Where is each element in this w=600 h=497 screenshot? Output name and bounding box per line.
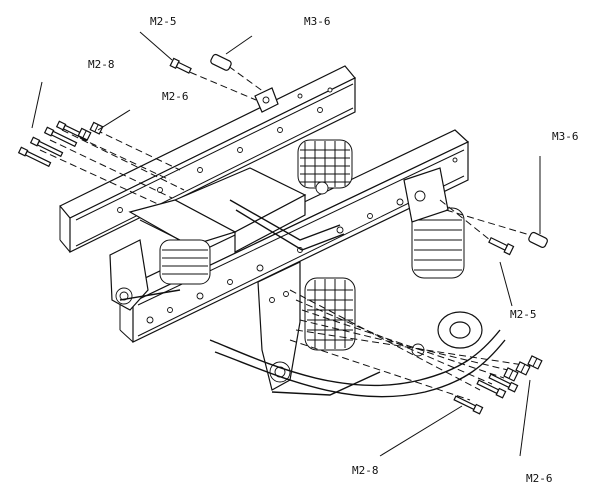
spring-mount-bracket-top bbox=[254, 87, 279, 113]
leader-lines bbox=[31, 31, 541, 457]
sleeve-m3-6-right bbox=[528, 231, 548, 248]
label-m2-8-top: M2-8 bbox=[88, 58, 115, 71]
bolt-m2-8-front-group bbox=[453, 373, 519, 415]
nut-m2-6-rear-group bbox=[77, 121, 104, 141]
sleeve-m3-6-top bbox=[210, 53, 232, 71]
bolt-m2-8-rear-group bbox=[17, 120, 90, 168]
label-m2-8-bottom: M2-8 bbox=[352, 464, 379, 477]
bolt-m2-5-right bbox=[488, 236, 515, 256]
assembly-lines-rear bbox=[39, 59, 265, 206]
bolt-m2-5-top bbox=[169, 57, 192, 74]
spring-mount-bracket bbox=[403, 167, 449, 223]
label-m2-6-top: M2-6 bbox=[162, 90, 189, 103]
trailing-arm bbox=[119, 289, 381, 396]
assembly-lines-front bbox=[289, 199, 541, 401]
hanger-bracket-rear bbox=[109, 239, 149, 311]
hanger-bracket-front bbox=[257, 261, 301, 391]
nut-m2-6-front-group bbox=[503, 355, 543, 382]
label-m2-5-top: M2-5 bbox=[150, 15, 177, 28]
label-m3-6-top: M3-6 bbox=[304, 15, 331, 28]
axle-housing bbox=[209, 311, 506, 398]
air-spring-rear-right bbox=[297, 139, 353, 189]
air-spring-rear-left bbox=[159, 239, 211, 285]
label-m2-5-right: M2-5 bbox=[510, 308, 537, 321]
torque-arm bbox=[229, 181, 345, 251]
label-m2-6-bottom: M2-6 bbox=[526, 472, 553, 485]
label-m3-6-right: M3-6 bbox=[552, 130, 579, 143]
